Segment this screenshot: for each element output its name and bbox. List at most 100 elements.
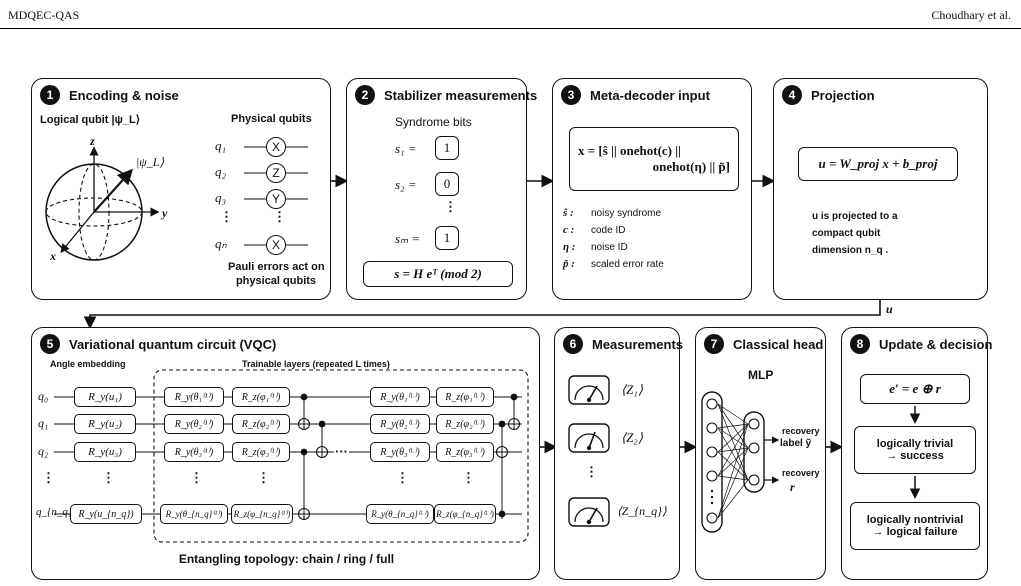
pauli-z-gate: Z xyxy=(266,163,286,183)
embedding-gate: R_y(u₃) xyxy=(74,442,136,462)
measurement-label: ⟨Z₁⟩ xyxy=(621,382,643,397)
panel-title-text: Update & decision xyxy=(879,336,993,352)
input-eq-line1: x = [ŝ || onehot(c) || xyxy=(578,143,681,158)
trainable-rz-gate: R_z(φ₁⁽¹⁾) xyxy=(232,387,290,407)
syndrome-bits-label: Syndrome bits xyxy=(395,115,472,129)
output-recovery-label: recovery xyxy=(782,426,820,436)
panel-title-text: Variational quantum circuit (VQC) xyxy=(69,336,277,352)
angle-embedding-label: Angle embedding xyxy=(50,359,126,369)
step-number: 8 xyxy=(850,334,870,354)
trainable-ry-gate: R_y(θ_{n_q}⁽ᴸ⁾) xyxy=(366,504,434,524)
qubit-label: q₁ xyxy=(215,138,227,153)
panel-title: 3 Meta-decoder input xyxy=(561,85,710,105)
success-box: logically trivial → success xyxy=(854,426,976,474)
legend-symbol: ŝ : xyxy=(563,207,574,219)
panel-title: 6 Measurements xyxy=(563,334,683,354)
arrow-4-5 xyxy=(83,300,881,330)
syndrome-bit-box: 0 xyxy=(435,172,459,196)
panel-title: 5 Variational quantum circuit (VQC) xyxy=(40,334,276,354)
panel-title: 7 Classical head xyxy=(704,334,823,354)
physical-qubits-label: Physical qubits xyxy=(231,113,312,125)
vqc-qubit-label: q₂ xyxy=(38,444,49,458)
panel-encoding-noise: 1 Encoding & noise Logical qubit |ψ_L⟩ z… xyxy=(31,78,331,300)
entangling-topology-label: Entangling topology: chain / ring / full xyxy=(178,552,395,566)
input-vector-box: x = [ŝ || onehot(c) || onehot(η) || p̃] xyxy=(569,127,739,191)
projection-text-line1: u is projected to a xyxy=(812,211,898,222)
step-number: 4 xyxy=(782,85,802,105)
panel-classical-head: 7 Classical head MLP recovery label ỹ re… xyxy=(695,327,826,580)
axis-x: x xyxy=(50,249,56,263)
layerL-rz-ellipsis: ⋮ xyxy=(462,470,475,485)
trainable-rz-gate: R_z(φ₂⁽ᴸ⁾) xyxy=(436,414,494,434)
panel-title-text: Measurements xyxy=(592,336,684,352)
projection-text-line2: compact qubit xyxy=(812,228,881,239)
legend-symbol: p̃ : xyxy=(563,258,575,270)
pauli-note-line1: Pauli errors act on xyxy=(228,261,325,273)
trainable-ry-gate: R_y(θ₃⁽ᴸ⁾) xyxy=(370,442,430,462)
trainable-layers-label: Trainable layers (repeated L times) xyxy=(242,359,390,369)
measurement-label: ⟨Z_{n_q}⟩ xyxy=(617,504,667,518)
projection-output-label: u xyxy=(886,302,893,316)
vqc-qubit-label: q_{n_q} xyxy=(36,506,73,518)
legend-desc: noise ID xyxy=(591,242,628,253)
trainable-rz-gate: R_z(φ₂⁽¹⁾) xyxy=(232,414,290,434)
embedding-ellipsis: ⋮ xyxy=(102,470,115,485)
step-number: 7 xyxy=(704,334,724,354)
layer-ellipsis: ··· xyxy=(334,444,349,459)
panel-title: 2 Stabilizer measurements xyxy=(355,85,537,105)
qubit-label: qₙ xyxy=(215,236,227,251)
embedding-gate: R_y(u_{n_q}) xyxy=(70,504,142,524)
qubit-label: q₃ xyxy=(215,190,227,205)
input-eq-line2: onehot(η) || p̃] xyxy=(652,159,730,174)
trainable-ry-gate: R_y(θ₂⁽¹⁾) xyxy=(164,414,224,434)
step-number: 1 xyxy=(40,85,60,105)
decision-arrows xyxy=(909,406,921,499)
output-label-y: label ỹ xyxy=(780,438,812,449)
output-r: r xyxy=(790,480,795,494)
panel-title-text: Classical head xyxy=(733,336,824,352)
step-number: 6 xyxy=(563,334,583,354)
header-rule xyxy=(0,28,1021,29)
panel-title: 4 Projection xyxy=(782,85,875,105)
panel-title-text: Meta-decoder input xyxy=(590,87,710,103)
vqc-qubit-label: q₁ xyxy=(38,416,49,430)
panel-projection: 4 Projection u = W_proj x + b_proj u is … xyxy=(773,78,988,300)
syndrome-bit-box: 1 xyxy=(435,136,459,160)
measurement-label: ⟨Z₂⟩ xyxy=(621,430,643,445)
qubit-label: q₂ xyxy=(215,164,227,179)
state-vector-label: |ψ_L⟩ xyxy=(136,155,165,169)
panel-stabilizer: 2 Stabilizer measurements Syndrome bits … xyxy=(346,78,537,300)
legend-symbol: c : xyxy=(563,224,575,236)
panel-update-decision: 8 Update & decision e′ = e ⊕ r logically… xyxy=(841,327,992,580)
pauli-x-gate: X xyxy=(266,137,286,157)
trainable-ry-gate: R_y(θ₂⁽ᴸ⁾) xyxy=(370,414,430,434)
panel-title: 1 Encoding & noise xyxy=(40,85,179,105)
trainable-rz-gate: R_z(φ₃⁽¹⁾) xyxy=(232,442,290,462)
panel-meta-decoder-input: 3 Meta-decoder input x = [ŝ || onehot(c)… xyxy=(552,78,752,300)
legend-desc: noisy syndrome xyxy=(591,208,662,219)
layerL-ry-ellipsis: ⋮ xyxy=(396,470,409,485)
vqc-qubit-ellipsis: ⋮ xyxy=(42,470,55,485)
output-recovery-label: recovery xyxy=(782,468,820,478)
trainable-rz-gate: R_z(φ_{n_q}⁽¹⁾) xyxy=(231,504,293,524)
syndrome-row-label: s₁ = xyxy=(395,141,417,156)
pauli-x-gate: X xyxy=(266,235,286,255)
trainable-rz-gate: R_z(φ₃⁽ᴸ⁾) xyxy=(436,442,494,462)
running-header-right: Choudhary et al. xyxy=(931,8,1011,22)
step-number: 2 xyxy=(355,85,375,105)
logical-qubit-label: Logical qubit |ψ_L⟩ xyxy=(40,114,140,126)
panel-title-text: Projection xyxy=(811,87,875,103)
panel-measurements: 6 Measurements ⟨Z₁⟩ ⟨Z₂⟩ ⋮ ⟨Z_{n_q}⟩ xyxy=(554,327,683,580)
trainable-rz-gate: R_z(φ₁⁽ᴸ⁾) xyxy=(436,387,494,407)
running-header-left: MDQEC-QAS xyxy=(8,8,80,22)
projection-text-line3: dimension n_q . xyxy=(812,245,889,256)
axis-z: z xyxy=(90,134,95,148)
trainable-rz-gate: R_z(φ_{n_q}⁽ᴸ⁾) xyxy=(434,504,496,524)
success-line1: logically trivial xyxy=(876,438,954,450)
trainable-ry-gate: R_y(θ₃⁽¹⁾) xyxy=(164,442,224,462)
legend-desc: scaled error rate xyxy=(591,259,664,270)
embedding-gate: R_y(u₁) xyxy=(74,387,136,407)
syndrome-row-label: sₘ = xyxy=(395,231,421,246)
axis-y: y xyxy=(162,206,168,220)
